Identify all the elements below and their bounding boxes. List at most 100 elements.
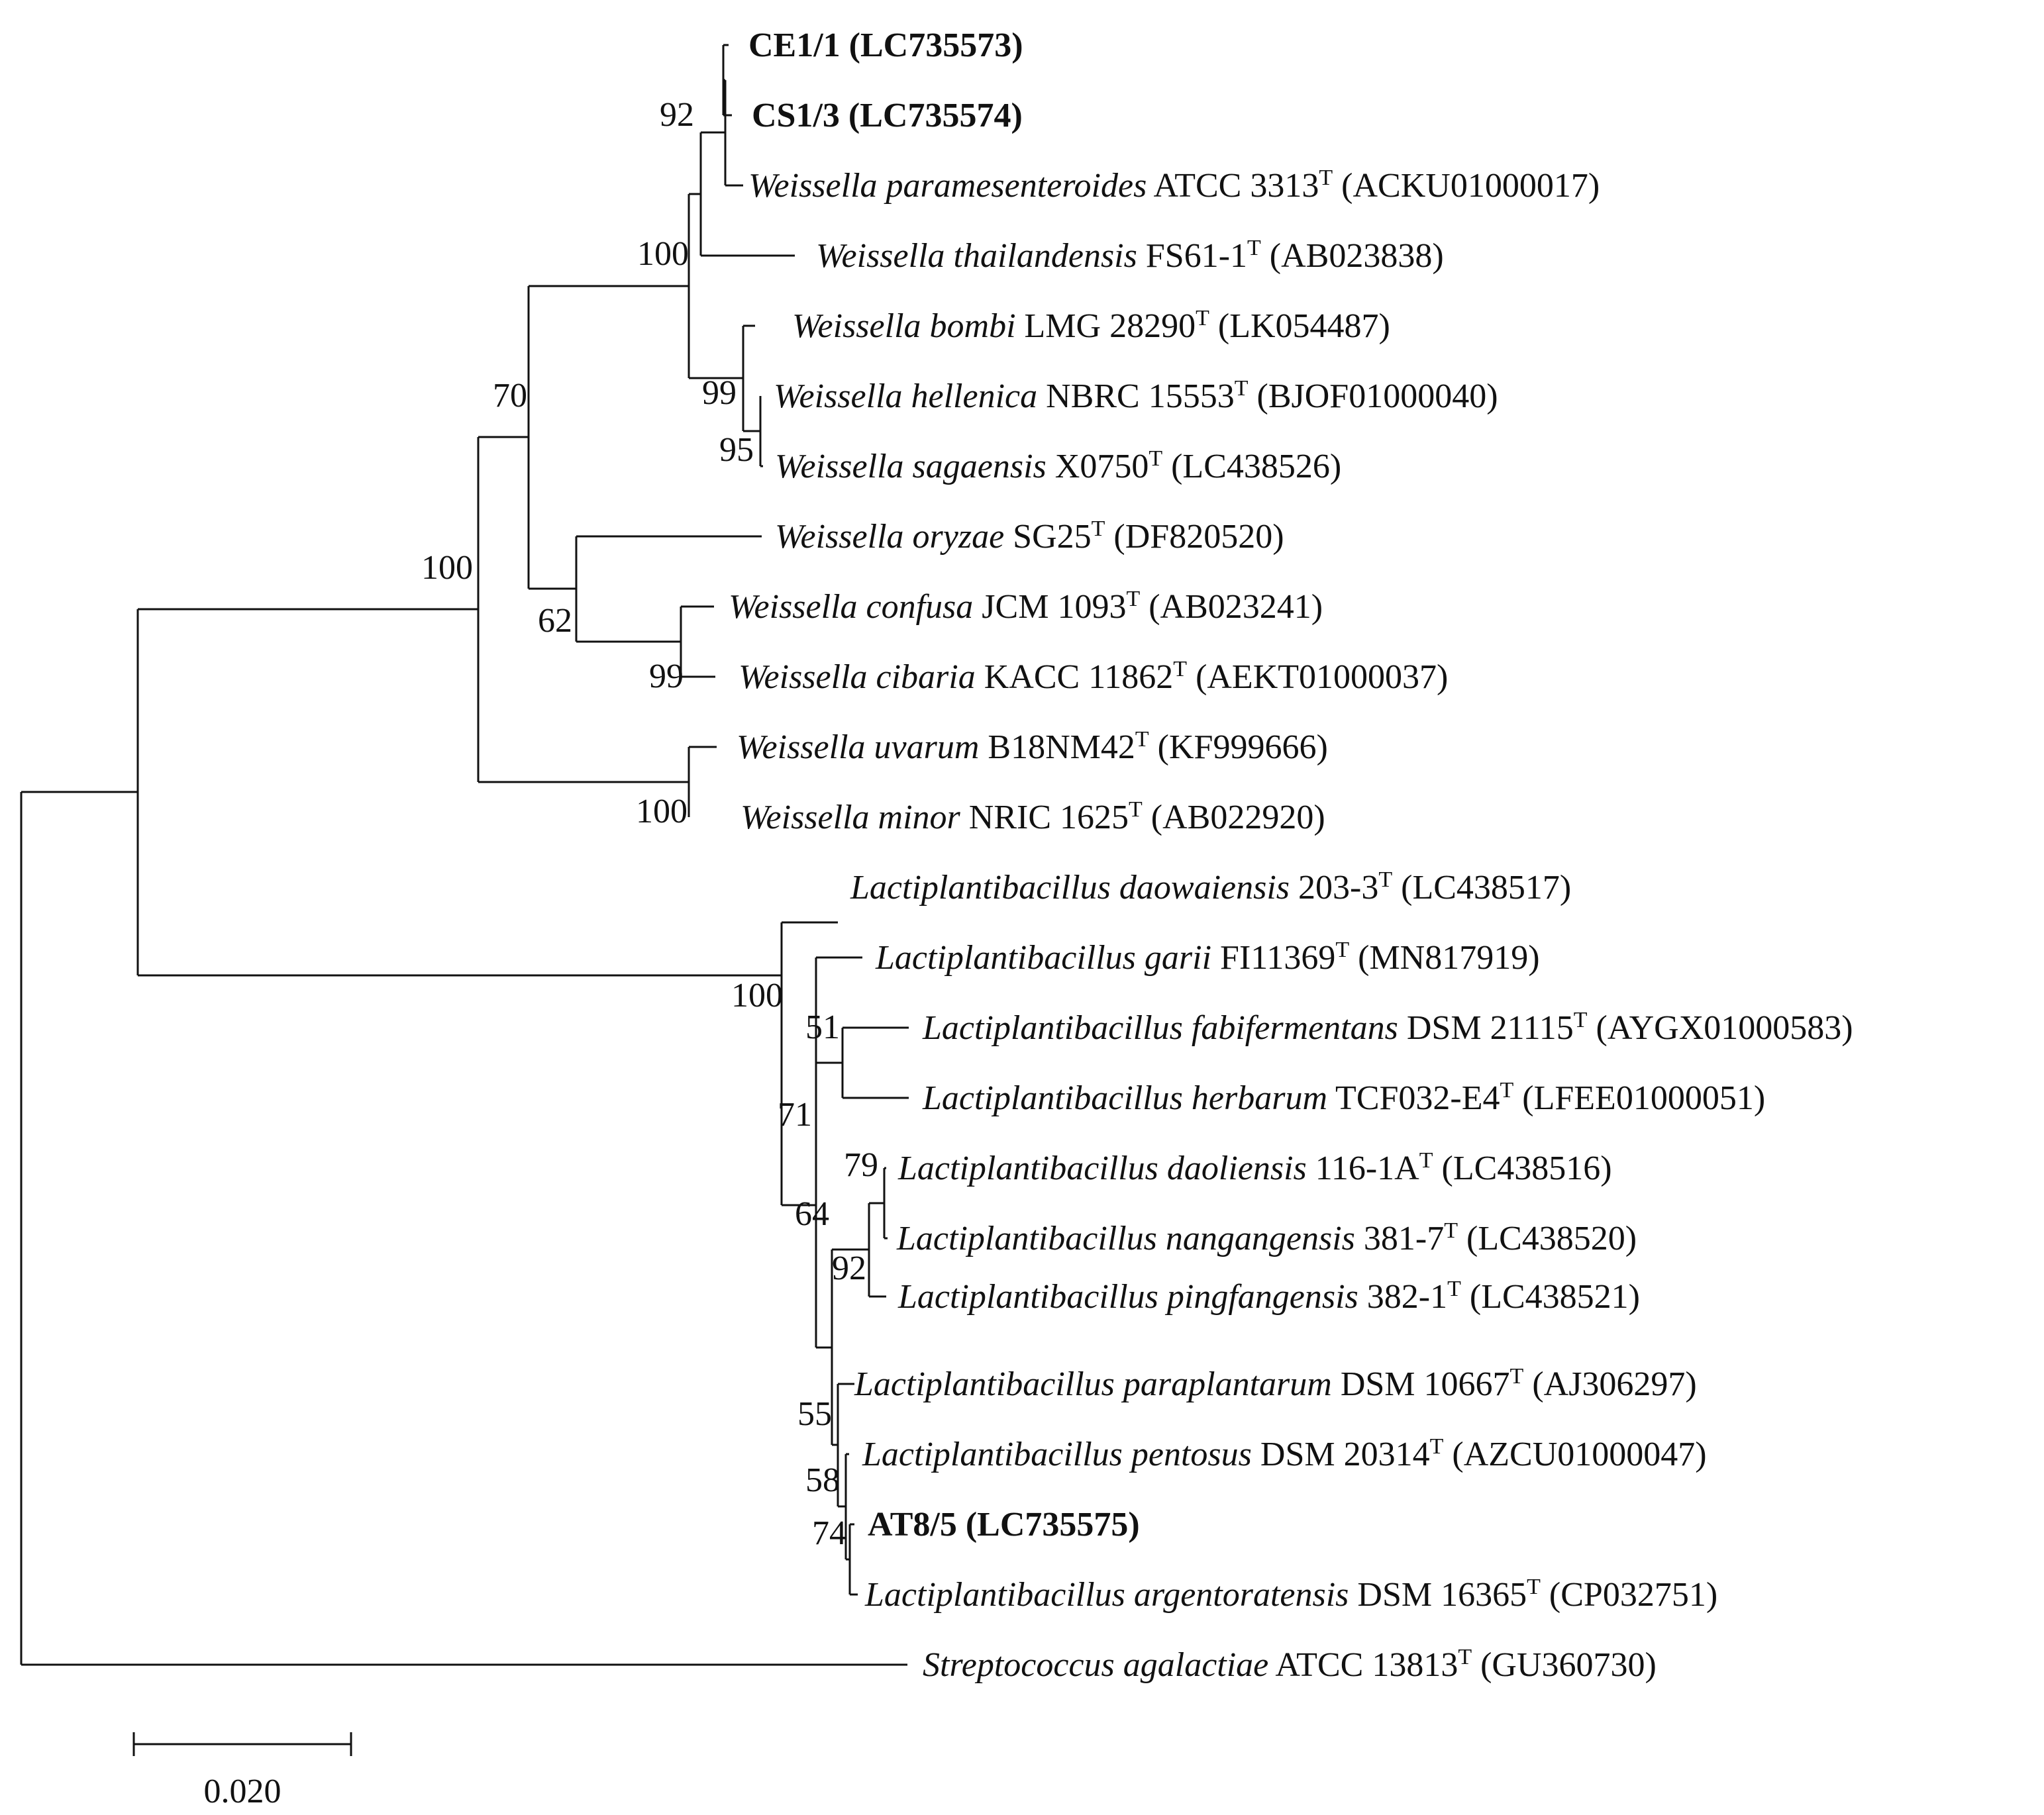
- species-name: Lactiplantibacillus fabifermentans: [922, 1009, 1398, 1047]
- taxon-label: Weissella bombi LMG 28290T (LK054487): [792, 306, 1390, 345]
- strain-name: NRIC 1625: [960, 799, 1129, 836]
- type-strain-superscript: T: [1419, 1148, 1433, 1173]
- accession-number: (CP032751): [1541, 1576, 1717, 1614]
- strain-name: 116-1A: [1307, 1150, 1419, 1187]
- isolate-name: CS1/3 (LC735574): [752, 97, 1023, 134]
- species-name: Lactiplantibacillus nangangensis: [896, 1220, 1355, 1257]
- type-strain-superscript: T: [1129, 797, 1143, 822]
- type-strain-superscript: T: [1447, 1277, 1461, 1301]
- type-strain-superscript: T: [1430, 1434, 1444, 1459]
- accession-number: (GU360730): [1472, 1646, 1657, 1684]
- species-name: Lactiplantibacillus paraplantarum: [854, 1365, 1332, 1403]
- type-strain-superscript: T: [1574, 1008, 1588, 1032]
- bootstrap-value: 100: [731, 977, 783, 1014]
- taxon-label: Lactiplantibacillus herbarum TCF032-E4T …: [922, 1078, 1765, 1117]
- accession-number: (LC438526): [1162, 448, 1341, 485]
- taxon-label: Lactiplantibacillus paraplantarum DSM 10…: [854, 1364, 1697, 1403]
- type-strain-superscript: T: [1319, 166, 1333, 190]
- strain-name: SG25: [1004, 518, 1091, 556]
- species-name: Weissella uvarum: [737, 728, 979, 766]
- taxon-label: CS1/3 (LC735574): [752, 97, 1023, 134]
- taxon-label: Weissella confusa JCM 1093T (AB023241): [729, 587, 1323, 626]
- strain-name: ATCC 13813: [1268, 1646, 1458, 1684]
- bootstrap-value: 55: [797, 1395, 832, 1433]
- type-strain-superscript: T: [1458, 1645, 1472, 1669]
- accession-number: (AB023838): [1261, 237, 1444, 275]
- species-name: Lactiplantibacillus pingfangensis: [897, 1278, 1358, 1316]
- bootstrap-value: 100: [636, 793, 688, 830]
- type-strain-superscript: T: [1149, 446, 1162, 471]
- taxon-labels: CE1/1 (LC735573) CS1/3 (LC735574) Weissell…: [729, 26, 1853, 1684]
- strain-name: FS61-1: [1137, 237, 1247, 275]
- bootstrap-value: 62: [538, 602, 572, 640]
- species-name: Weissella sagaensis: [775, 448, 1047, 485]
- taxon-label: Lactiplantibacillus argentoratensis DSM …: [864, 1575, 1717, 1614]
- accession-number: (AB023241): [1140, 588, 1323, 626]
- bootstrap-value: 100: [637, 235, 689, 273]
- strain-name: 203-3: [1290, 869, 1378, 907]
- taxon-label: Lactiplantibacillus garii FI11369T (MN81…: [875, 938, 1540, 977]
- taxon-label: CE1/1 (LC735573): [748, 26, 1023, 64]
- taxon-label: Lactiplantibacillus pentosus DSM 20314T …: [862, 1434, 1707, 1473]
- bootstrap-value: 64: [795, 1195, 829, 1233]
- taxon-label: Lactiplantibacillus fabifermentans DSM 2…: [922, 1008, 1853, 1047]
- accession-number: (AZCU01000047): [1443, 1436, 1706, 1473]
- species-name: Lactiplantibacillus argentoratensis: [864, 1576, 1349, 1614]
- accession-number: (MN817919): [1349, 939, 1539, 977]
- scale-bar-label: 0.020: [204, 1773, 281, 1810]
- type-strain-superscript: T: [1092, 516, 1105, 541]
- type-strain-superscript: T: [1235, 376, 1249, 401]
- strain-name: X0750: [1047, 448, 1149, 485]
- bootstrap-value: 58: [805, 1461, 840, 1499]
- bootstrap-value: 92: [832, 1250, 866, 1287]
- species-name: Lactiplantibacillus daoliensis: [897, 1150, 1307, 1187]
- strain-name: 382-1: [1358, 1278, 1447, 1316]
- species-name: Lactiplantibacillus garii: [875, 939, 1211, 977]
- accession-number: (AEKT01000037): [1187, 658, 1448, 696]
- taxon-label: Weissella uvarum B18NM42T (KF999666): [737, 727, 1328, 766]
- type-strain-superscript: T: [1510, 1364, 1524, 1389]
- strain-name: FI11369: [1211, 939, 1335, 977]
- species-name: Weissella hellenica: [774, 377, 1037, 415]
- strain-name: DSM 10667: [1332, 1365, 1510, 1403]
- accession-number: (AYGX01000583): [1588, 1009, 1853, 1047]
- accession-number: (LC438516): [1433, 1150, 1612, 1187]
- bootstrap-value: 100: [421, 549, 473, 587]
- taxon-label: Weissella paramesenteroides ATCC 3313T (…: [748, 166, 1600, 205]
- type-strain-superscript: T: [1500, 1078, 1514, 1103]
- isolate-name: AT8/5 (LC735575): [868, 1506, 1140, 1544]
- accession-number: (AJ306297): [1523, 1365, 1696, 1403]
- bootstrap-value: 92: [660, 96, 694, 134]
- accession-number: (LC438517): [1392, 869, 1571, 907]
- bootstrap-value: 95: [719, 431, 754, 469]
- type-strain-superscript: T: [1196, 306, 1209, 330]
- taxon-label: Weissella hellenica NBRC 15553T (BJOF010…: [774, 376, 1498, 415]
- type-strain-superscript: T: [1444, 1218, 1458, 1243]
- accession-number: (LK054487): [1209, 307, 1390, 345]
- taxon-label: Weissella sagaensis X0750T (LC438526): [775, 446, 1341, 485]
- type-strain-superscript: T: [1135, 727, 1149, 752]
- type-strain-superscript: T: [1335, 938, 1349, 962]
- accession-number: (AB022920): [1143, 799, 1325, 836]
- taxon-label: Weissella minor NRIC 1625T (AB022920): [741, 797, 1325, 836]
- taxon-label: Lactiplantibacillus nangangensis 381-7T …: [896, 1218, 1637, 1257]
- type-strain-superscript: T: [1247, 236, 1261, 260]
- accession-number: (LC438521): [1461, 1278, 1640, 1316]
- strain-name: DSM 21115: [1398, 1009, 1574, 1047]
- type-strain-superscript: T: [1173, 657, 1187, 681]
- type-strain-superscript: T: [1126, 587, 1140, 611]
- bootstrap-value: 99: [649, 658, 684, 695]
- taxon-label: Lactiplantibacillus daoliensis 116-1AT (…: [897, 1148, 1612, 1187]
- taxon-label: Lactiplantibacillus daowaiensis 203-3T (…: [850, 867, 1571, 907]
- accession-number: (ACKU01000017): [1333, 167, 1600, 205]
- scale-bar: 0.020: [132, 1732, 352, 1810]
- taxon-label: Lactiplantibacillus pingfangensis 382-1T…: [897, 1277, 1640, 1316]
- species-name: Weissella confusa: [729, 588, 973, 626]
- tree-branches: [20, 44, 909, 1666]
- strain-name: TCF032-E4: [1327, 1079, 1500, 1117]
- bootstrap-value: 70: [493, 377, 527, 415]
- strain-name: B18NM42: [979, 728, 1135, 766]
- taxon-label: Streptococcus agalactiae ATCC 13813T (GU…: [923, 1645, 1657, 1684]
